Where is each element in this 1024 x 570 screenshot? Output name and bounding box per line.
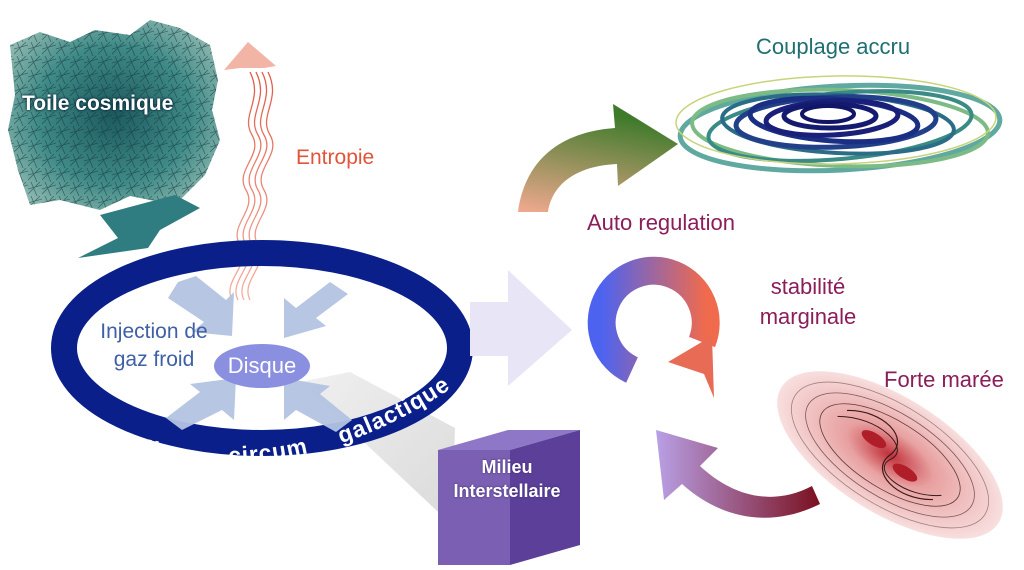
cold-gas-injection-label: Injection de gaz froid [100,320,208,371]
tidal-galaxy-image [777,371,1003,539]
strong-tide-label: Forte marée [884,367,1004,392]
disk-ellipse [214,344,310,388]
coupling-label: Couplage accru [756,34,911,59]
cosmic-web-label: Toile cosmique [22,92,174,115]
up-curved-arrow-icon [518,104,678,212]
ism-cube-icon [438,430,580,565]
cosmic-web-image [8,20,220,210]
pale-right-arrow-icon [470,270,572,386]
inflow-arrow-bottom-right-icon [284,378,352,432]
inflow-arrow-bottom-left-icon [166,378,236,430]
cgm-ring [51,240,473,456]
tide-curved-arrow-icon [656,430,820,518]
marginal-stability-label: stabilité marginale [759,274,857,329]
inflow-arrow-top-left-icon [168,276,234,336]
inflow-arrow-top-right-icon [284,282,348,338]
teal-arrow-icon [78,195,200,258]
auto-regulation-label: Auto regulation [587,210,735,235]
ism-label: Milieu Interstellaire [453,457,561,501]
coupling-spiral-image [675,75,1003,174]
entropy-arrowhead-icon [224,42,276,70]
entropy-label: Entropie [296,146,375,169]
inflow-arrows [166,276,352,432]
disk-label: Disque [227,353,297,378]
regulation-cycle-icon [587,256,720,398]
